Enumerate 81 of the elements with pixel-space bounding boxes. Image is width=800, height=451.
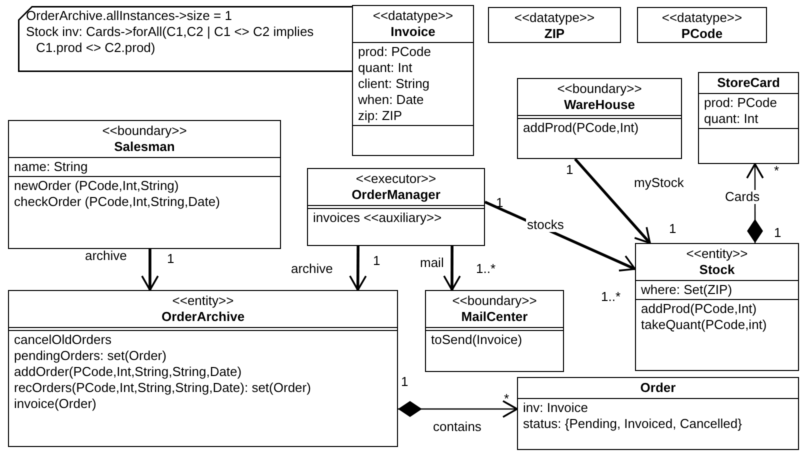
class-box	[698, 72, 799, 164]
multiplicity-label: 1	[668, 222, 678, 236]
class-box	[425, 290, 564, 372]
member-text: invoice(Order)	[14, 396, 98, 412]
class-box	[488, 7, 621, 43]
multiplicity-label: 1	[565, 163, 574, 177]
class-name: MailCenter	[460, 309, 529, 325]
class-box	[517, 377, 799, 450]
class-box	[8, 290, 398, 447]
class-box	[637, 7, 767, 43]
multiplicity-label: *	[773, 164, 780, 178]
multiplicity-label: 1	[400, 375, 410, 389]
class-name: Invoice	[390, 24, 436, 40]
stereotype-label: <<boundary>>	[451, 293, 538, 309]
multiplicity-label: 1	[495, 196, 504, 210]
member-text: client: String	[358, 76, 431, 92]
stereotype-label: <<entity>>	[171, 293, 235, 309]
multiplicity-label: 1	[166, 252, 176, 266]
association-arrow	[141, 249, 159, 291]
member-text: prod: PCode	[704, 95, 778, 111]
multiplicity-label: *	[503, 392, 510, 406]
class-box	[307, 168, 485, 246]
member-text: name: String	[14, 159, 89, 175]
multiplicity-label: 1..*	[600, 290, 622, 304]
member-text: toSend(Invoice)	[431, 332, 524, 348]
edge-label: archive	[290, 262, 334, 276]
member-text: prod: PCode	[358, 44, 432, 60]
class-name: WareHouse	[562, 97, 636, 113]
composition-arrow	[746, 163, 764, 243]
member-text: addProd(PCode,Int)	[641, 301, 758, 317]
member-text: recOrders(PCode,Int,String,String,Date): set(Order)	[14, 380, 312, 396]
edge-label: contains	[432, 420, 482, 434]
edge-label: mail	[419, 256, 445, 270]
class-name: ZIP	[543, 26, 566, 42]
stereotype-label: <<boundary>>	[101, 123, 188, 139]
stereotype-label: <<datatype>>	[513, 10, 596, 26]
multiplicity-label: 1..*	[475, 262, 497, 276]
member-text: addOrder(PCode,Int,String,String,Date)	[14, 364, 243, 380]
class-name: Salesman	[113, 139, 176, 155]
member-text: status: {Pending, Invoiced, Cancelled}	[523, 416, 743, 432]
stereotype-label: <<datatype>>	[372, 8, 454, 24]
member-text: inv: Invoice	[523, 400, 590, 416]
class-box	[517, 78, 682, 159]
member-text: quant: Int	[704, 111, 760, 127]
member-text: takeQuant(PCode,int)	[641, 317, 768, 333]
class-name: StoreCard	[716, 75, 781, 91]
edge-label: myStock	[633, 176, 685, 190]
class-name: Order	[639, 380, 677, 396]
member-text: pendingOrders: set(Order)	[14, 348, 168, 364]
constraint-text: OrderArchive.allInstances->size = 1	[26, 8, 233, 24]
class-name: Stock	[698, 262, 736, 278]
class-name: OrderArchive	[160, 309, 246, 325]
member-text: zip: ZIP	[358, 108, 404, 124]
association-arrow	[443, 246, 461, 291]
stereotype-label: <<datatype>>	[660, 10, 744, 26]
edge-label: archive	[84, 249, 128, 263]
stereotype-label: <<entity>>	[685, 246, 749, 262]
association-arrow	[574, 158, 651, 244]
member-text: invoices <<auxiliary>>	[313, 210, 443, 226]
member-text: quant: Int	[358, 60, 414, 76]
class-box	[635, 243, 799, 371]
member-text: newOrder (PCode,Int,String)	[14, 178, 180, 194]
member-text: cancelOldOrders	[14, 332, 113, 348]
class-box	[352, 5, 474, 156]
multiplicity-label: 1	[372, 254, 382, 268]
stereotype-label: <<executor>>	[354, 171, 438, 187]
member-text: addProd(PCode,Int)	[523, 120, 640, 136]
class-name: OrderManager	[350, 187, 442, 203]
edge-label: stocks	[526, 218, 565, 232]
association-arrow	[349, 246, 367, 291]
member-text: checkOrder (PCode,Int,String,Date)	[14, 194, 221, 210]
composition-arrow	[398, 400, 518, 418]
class-name: PCode	[680, 26, 724, 42]
multiplicity-label: 1	[773, 226, 782, 240]
member-text: when: Date	[358, 92, 425, 108]
edge-label: Cards	[724, 190, 761, 204]
note-box	[18, 6, 354, 72]
class-box	[8, 120, 281, 249]
stereotype-label: <<boundary>>	[556, 81, 643, 97]
member-text: where: Set(ZIP)	[641, 282, 734, 298]
constraint-text: Stock inv: Cards->forAll(C1,C2 | C1 <> C2 implies C1.prod <> C2.prod)	[26, 24, 315, 56]
